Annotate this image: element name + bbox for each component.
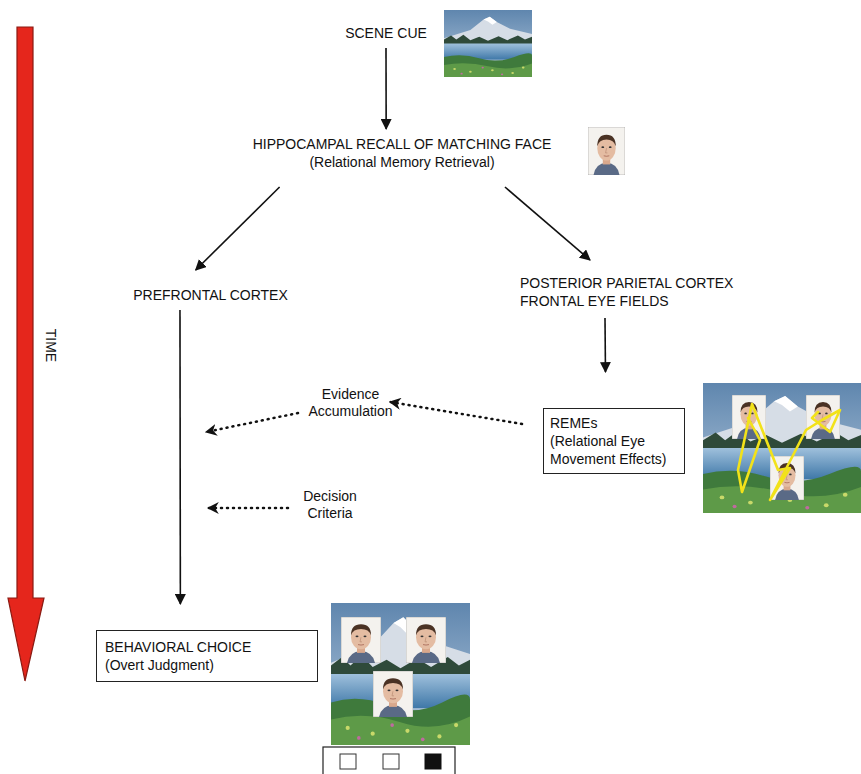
response-panel <box>323 747 455 774</box>
influence-label: Decision Criteria <box>294 488 366 522</box>
face-picture <box>806 395 840 439</box>
flow-arrow <box>179 310 181 604</box>
process-box: REMEs(Relational Eye Movement Effects) <box>543 408 685 474</box>
node-subtitle: (Relational Eye Movement Effects) <box>550 432 678 468</box>
response-box <box>425 754 441 769</box>
node-subtitle: (Relational Memory Retrieval) <box>222 153 582 171</box>
scan-path <box>738 404 840 500</box>
brain-region: PREFRONTAL CORTEX <box>118 286 303 304</box>
scene-picture <box>331 603 470 745</box>
response-box <box>383 754 399 769</box>
flow-arrow <box>385 48 387 129</box>
node-title: PREFRONTAL CORTEX <box>118 286 303 304</box>
dotted-arrow <box>208 507 288 510</box>
flow-arrow <box>604 318 606 372</box>
node-title: REMEs <box>550 414 678 432</box>
node-title: BEHAVIORAL CHOICE <box>105 638 309 656</box>
dotted-arrow <box>390 402 522 424</box>
node-subtitle: FRONTAL EYE FIELDS <box>520 292 770 310</box>
influence-label: Evidence Accumulation <box>303 386 398 420</box>
axis-label: TIME <box>42 322 59 370</box>
face-picture <box>373 671 413 717</box>
response-box <box>340 754 356 769</box>
node-title: HIPPOCAMPAL RECALL OF MATCHING FACE <box>222 135 582 153</box>
flow-arrow <box>505 187 590 260</box>
time-arrow <box>8 27 44 681</box>
face-picture <box>588 127 625 175</box>
node-subtitle: (Overt Judgment) <box>105 656 309 674</box>
dotted-arrow <box>206 413 298 432</box>
scene-picture <box>703 383 861 513</box>
face-picture <box>341 617 381 663</box>
scene-picture <box>444 10 532 77</box>
node-title: POSTERIOR PARIETAL CORTEX <box>520 274 770 292</box>
memory-stage: HIPPOCAMPAL RECALL OF MATCHING FACE(Rela… <box>222 135 582 171</box>
brain-region: POSTERIOR PARIETAL CORTEXFRONTAL EYE FIE… <box>520 274 770 310</box>
node-title: SCENE CUE <box>336 24 436 42</box>
flow-arrow <box>196 187 280 270</box>
outcome-box: BEHAVIORAL CHOICE(Overt Judgment) <box>96 630 318 682</box>
cue-label: SCENE CUE <box>336 24 436 42</box>
face-picture <box>406 617 446 663</box>
